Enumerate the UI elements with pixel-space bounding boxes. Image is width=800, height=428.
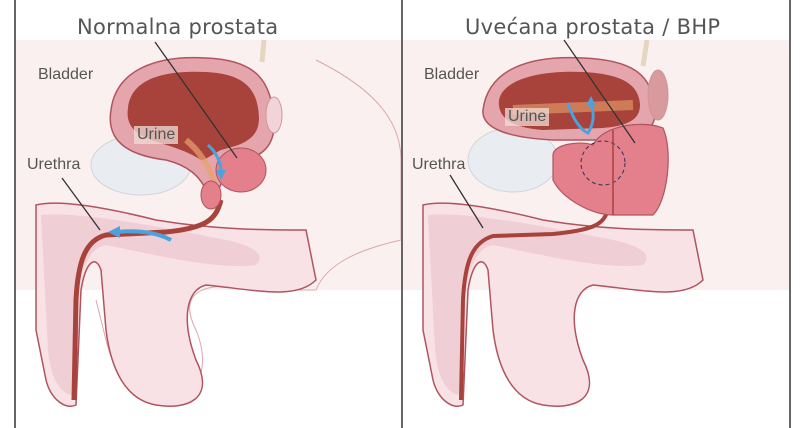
panel-normal-prostate: Normalna prostata Bladder Urine Urethra xyxy=(16,0,401,428)
panel-divider xyxy=(401,0,403,428)
label-urethra: Urethra xyxy=(412,156,466,173)
enlarged-prostate-illustration xyxy=(403,39,789,407)
label-bladder: Bladder xyxy=(38,66,94,83)
panel-title-normal: Normalna prostata xyxy=(77,15,279,39)
label-urethra: Urethra xyxy=(27,156,81,173)
left-border xyxy=(14,0,16,428)
urine-flow-arrow xyxy=(206,143,223,173)
label-urine: Urine xyxy=(505,108,550,126)
label-urine: Urine xyxy=(134,126,179,144)
panel-enlarged-prostate: Uvećana prostata / BHP Bladder Urine Ure… xyxy=(403,0,789,428)
normal-prostate-illustration xyxy=(16,39,401,407)
panel-title-enlarged: Uvećana prostata / BHP xyxy=(465,15,721,39)
right-border xyxy=(789,0,791,428)
label-bladder: Bladder xyxy=(424,66,480,83)
